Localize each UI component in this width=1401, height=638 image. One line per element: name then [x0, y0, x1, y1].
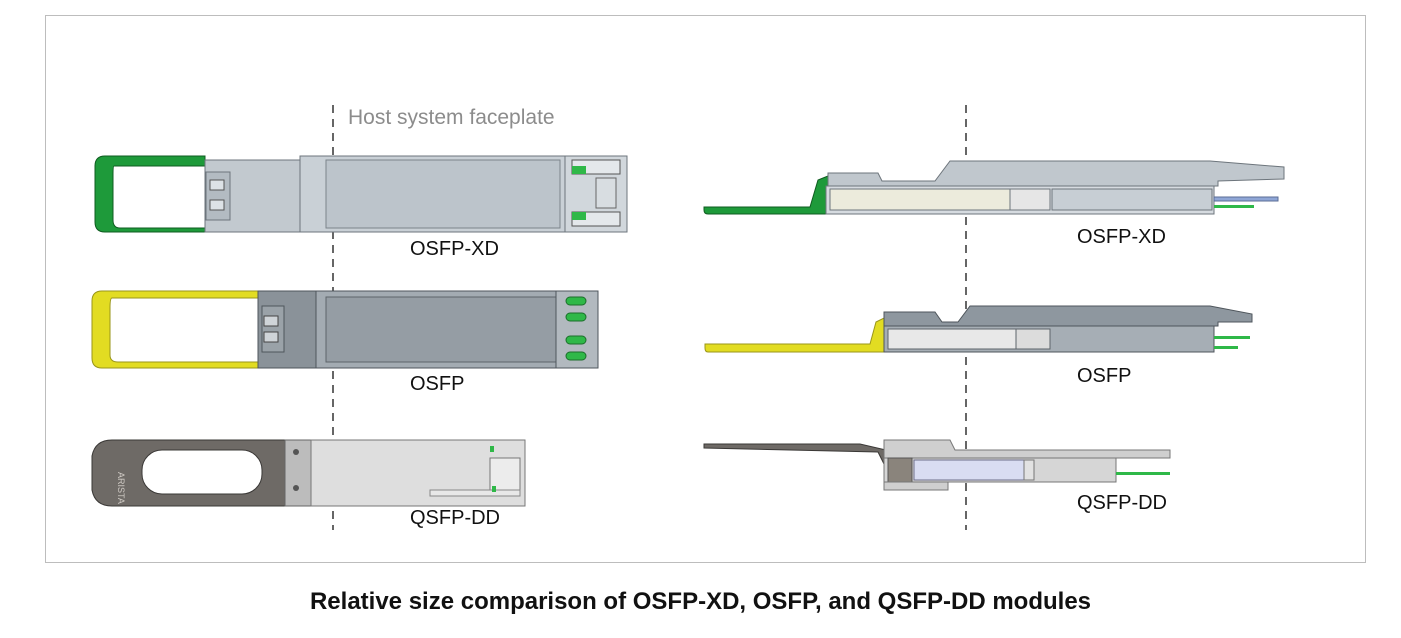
- osfp-xd-top-view: OSFP-XD: [94, 155, 628, 260]
- osfp-xd-label: OSFP-XD: [410, 238, 499, 260]
- qsfp-dd-side-handle: [703, 443, 887, 469]
- diagram-frame: [45, 15, 1366, 563]
- figure-caption: Relative size comparison of OSFP-XD, OSF…: [309, 588, 1092, 615]
- qsfp-dd-side-connector: [1116, 472, 1170, 475]
- osfp-xd-connector: [572, 166, 586, 174]
- qsfp-dd-side-body-top: [883, 439, 1171, 459]
- qsfp-dd-handle-window: [141, 449, 263, 495]
- osfp-xd-side-label: OSFP-XD: [1077, 226, 1166, 248]
- osfp-side-label: OSFP: [1077, 365, 1131, 387]
- osfp-xd-side-connector: [1214, 205, 1254, 208]
- osfp-xd-side-heatsink: [827, 160, 1285, 187]
- host-faceplate-label: Host system faceplate: [348, 106, 555, 129]
- osfp-side-handle: [704, 317, 885, 353]
- osfp-connector: [565, 296, 587, 306]
- osfp-handle: [91, 290, 259, 369]
- qsfp-dd-label: QSFP-DD: [410, 507, 500, 529]
- osfp-xd-side-handle: [703, 175, 829, 215]
- svg-text:ARISTA: ARISTA: [116, 472, 126, 504]
- qsfp-dd-side-view: QSFP-DD: [703, 439, 1171, 514]
- osfp-xd-side-view: OSFP-XD: [703, 160, 1285, 248]
- osfp-side-view: OSFP: [704, 305, 1253, 387]
- osfp-xd-handle: [94, 155, 206, 233]
- qsfp-dd-top-view: ARISTA QSFP-DD: [91, 439, 526, 529]
- osfp-label: OSFP: [410, 373, 464, 395]
- qsfp-dd-connector: [490, 446, 494, 452]
- qsfp-dd-side-label: QSFP-DD: [1077, 492, 1167, 514]
- osfp-side-heatsink: [883, 305, 1253, 327]
- osfp-top-view: OSFP: [91, 290, 599, 395]
- osfp-side-connector: [1214, 336, 1250, 339]
